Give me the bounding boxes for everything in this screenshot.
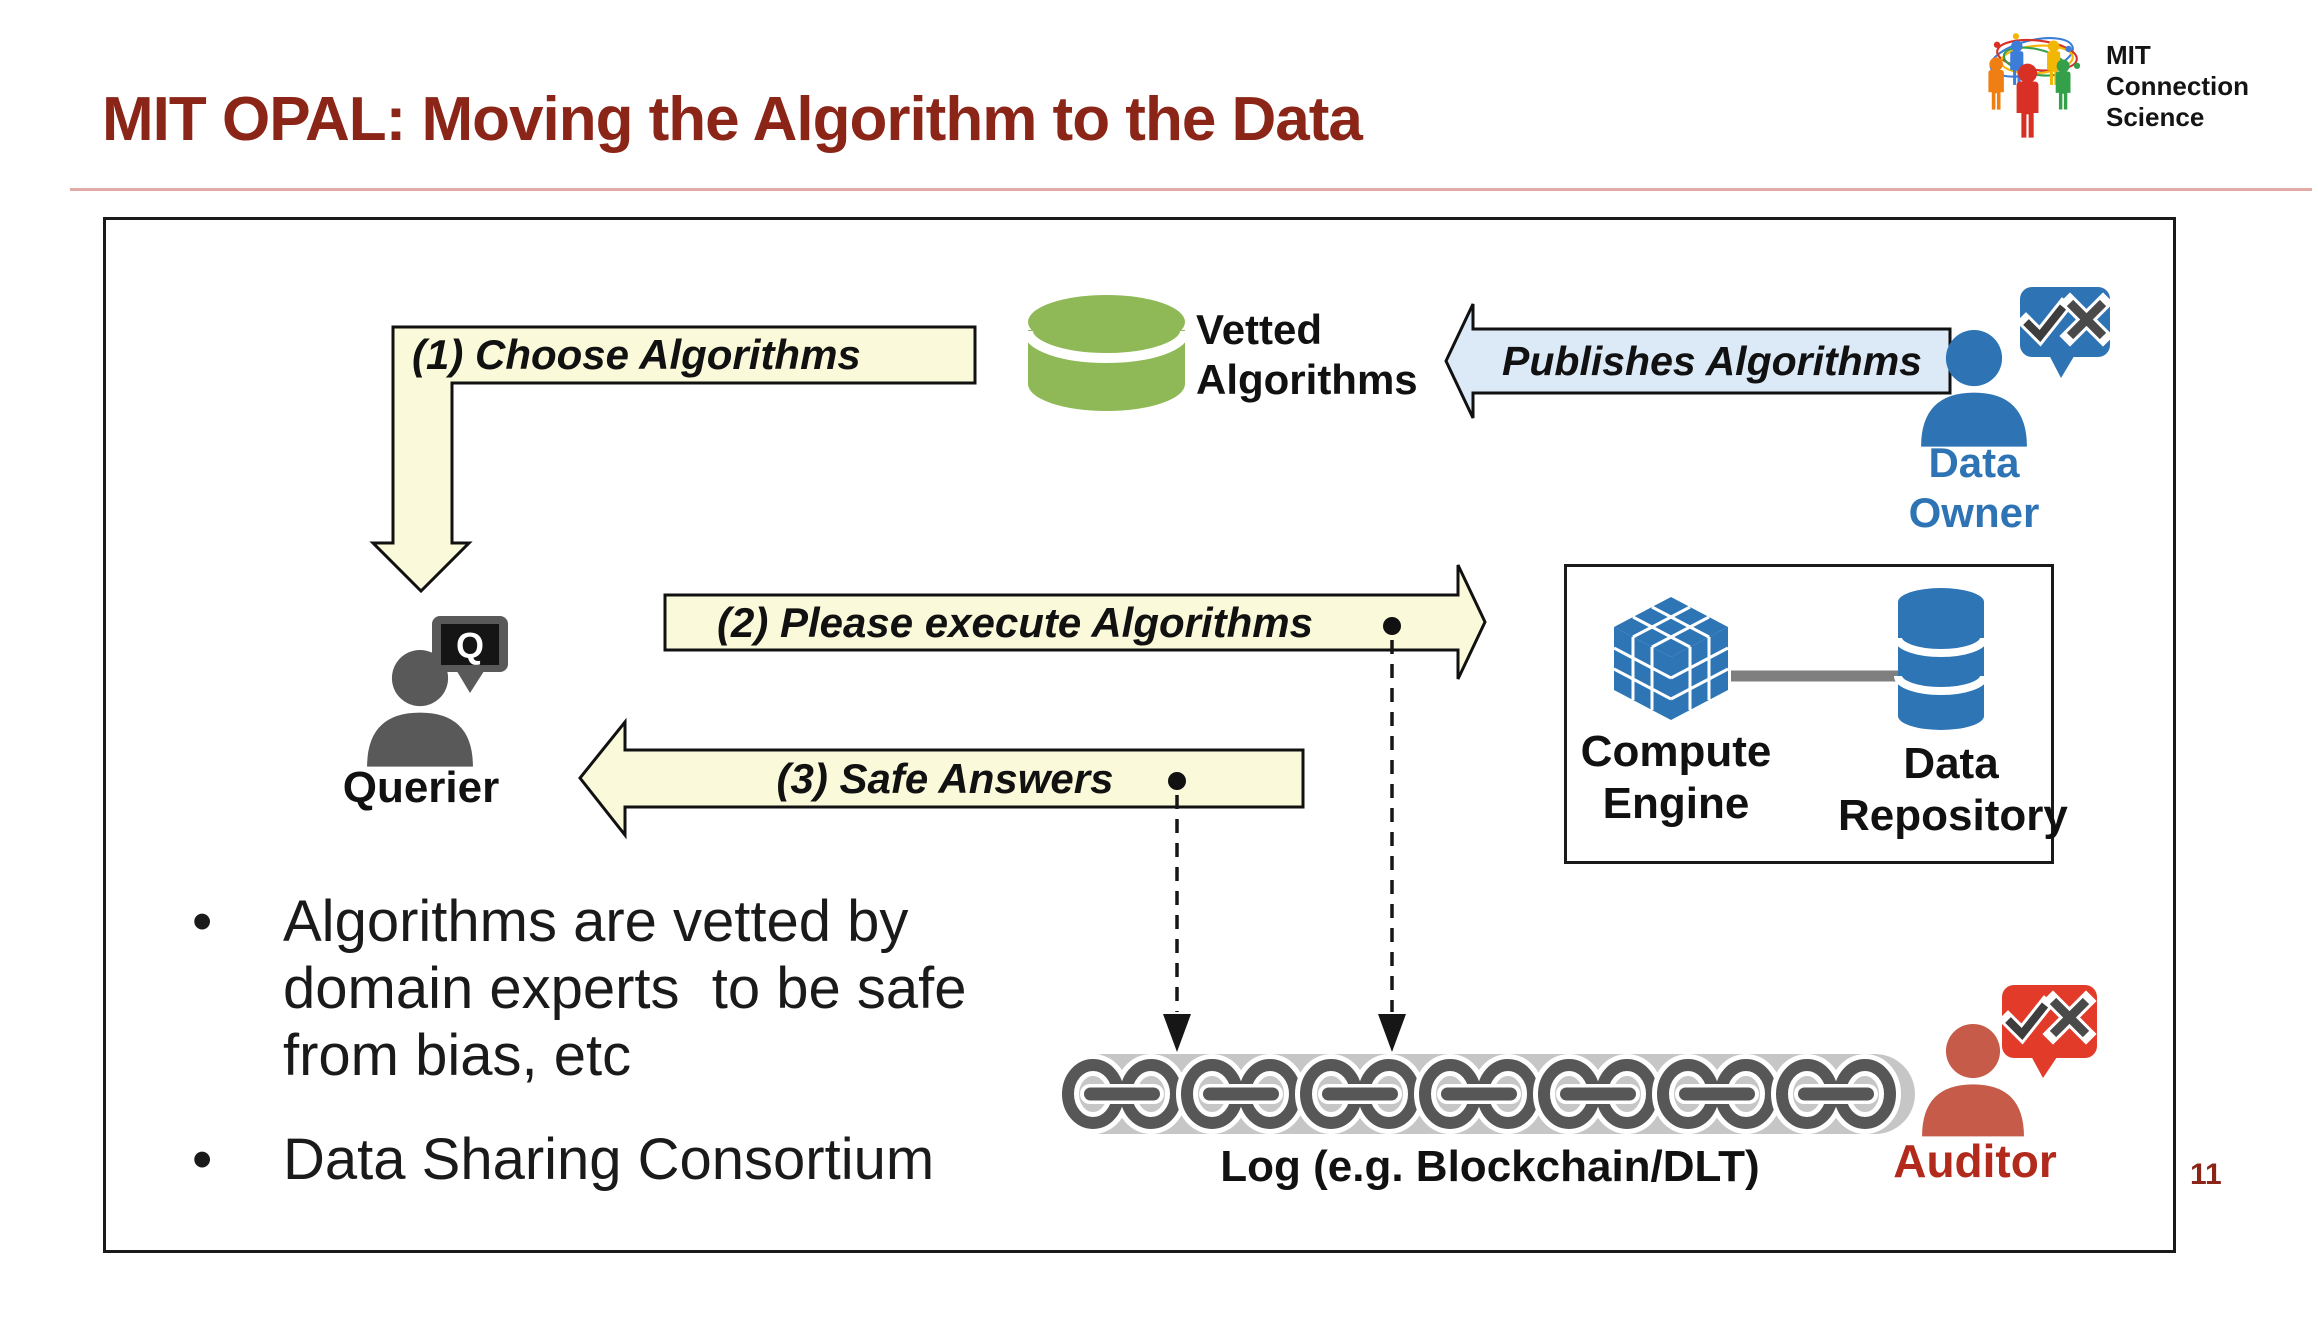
dashed-audit-line-execute <box>1378 640 1406 1052</box>
data-repository-database-icon <box>1894 588 1988 730</box>
bullet-glyph: • <box>192 889 213 954</box>
data-owner-check-x-bubble-icon <box>2016 287 2114 378</box>
choose-algorithms-arrow <box>369 325 977 594</box>
compute-engine-label: Compute Engine <box>1580 727 1772 828</box>
bullet-glyph: • <box>192 1127 213 1192</box>
safe-answers-arrow <box>578 717 1305 840</box>
page-title: MIT OPAL: Moving the Algorithm to the Da… <box>102 85 1363 154</box>
compute-engine-cube-icon <box>1613 597 1729 720</box>
logo-text: MIT Connection Science <box>2106 40 2249 132</box>
execute-algorithms-label: (2) Please execute Algorithms <box>717 599 1313 646</box>
auditor-label: Auditor <box>1893 1135 2057 1187</box>
choose-algorithms-label: (1) Choose Algorithms <box>412 331 861 378</box>
blockchain-log-chain-icon <box>1063 1054 1915 1134</box>
data-owner-label: Data Owner <box>1908 439 2040 536</box>
execute-algorithms-arrow <box>663 564 1487 680</box>
safe-log-dot <box>1168 772 1186 790</box>
vetted-algorithms-label: Vetted Algorithms <box>1196 306 1418 403</box>
vetted-algorithms-database-icon <box>1023 295 1190 411</box>
connected-people-icon <box>1988 33 2081 138</box>
page-number: 11 <box>2190 1158 2222 1191</box>
publishes-algorithms-label: Publishes Algorithms <box>1502 338 1922 384</box>
dashed-audit-line-safe <box>1163 795 1191 1052</box>
querier-bubble-q: Q <box>455 625 484 666</box>
mit-connection-science-logo: MIT Connection Science <box>1978 30 2278 150</box>
bullet-item-consortium: • Data Sharing Consortium <box>192 1126 934 1193</box>
title-divider <box>70 188 2312 191</box>
data-repository-label: Data Repository <box>1838 739 2068 840</box>
execute-log-dot <box>1383 617 1401 635</box>
log-label: Log (e.g. Blockchain/DLT) <box>1220 1142 1760 1191</box>
safe-answers-label: (3) Safe Answers <box>776 755 1114 802</box>
publishes-algorithms-arrow <box>1444 303 1952 419</box>
querier-q-bubble-icon <box>432 616 508 693</box>
bullet-item-vetting: • Algorithms are vetted by domain expert… <box>192 888 967 1089</box>
bullet-text: Algorithms are vetted by domain experts … <box>283 889 967 1088</box>
auditor-check-x-bubble-icon <box>1998 985 2097 1078</box>
querier-label: Querier <box>342 763 500 812</box>
bullet-text: Data Sharing Consortium <box>283 1127 935 1192</box>
